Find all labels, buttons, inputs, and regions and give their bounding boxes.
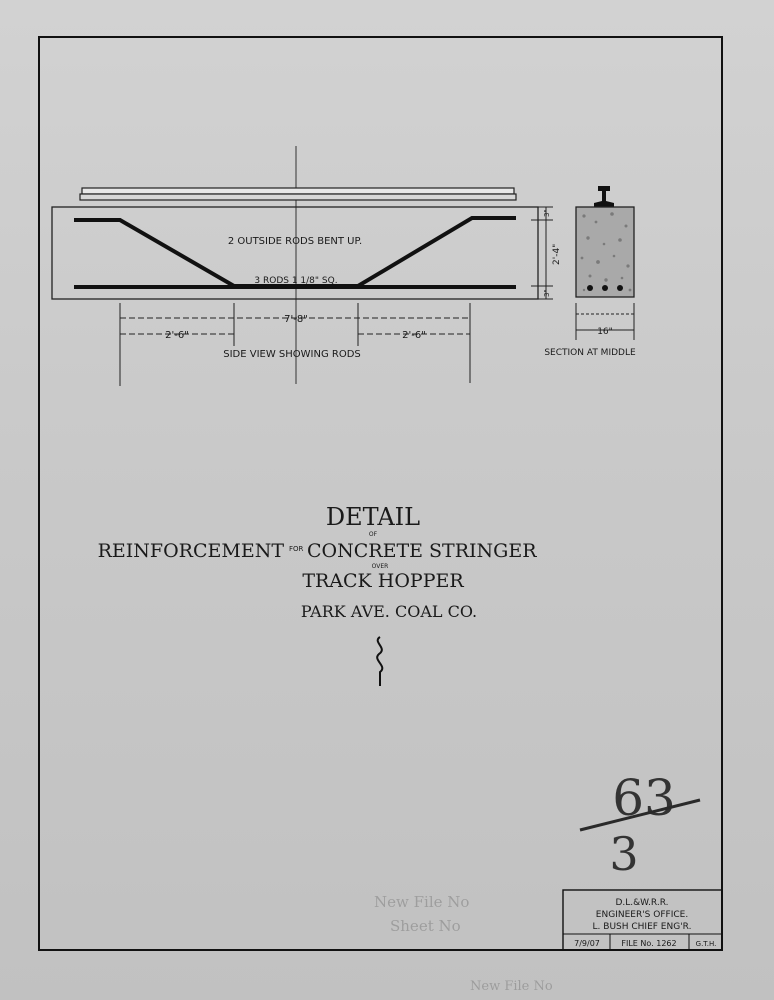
section-caption: SECTION AT MIDDLE [544,348,636,358]
file-number: FILE No. 1262 [621,939,676,948]
flourish-mark [376,636,384,686]
rail-top [81,187,515,195]
concrete-section [575,206,635,298]
rail-base [79,193,517,201]
length-dimensions: 7'-8" 2'-6" 2'-6" [119,303,471,386]
sheet-number-top: 63 [612,769,676,827]
drafter-initials: G.T.H. [696,940,717,948]
height-label: 2'-4" [552,244,562,265]
title-reinforcement: REINFORCEMENT [98,540,285,562]
section-width-label: 16" [597,327,613,337]
sheet-number-stroke [579,798,701,832]
stringer-outline [51,206,539,300]
rod-dots [587,285,623,291]
aggregate-texture [580,212,632,292]
faint-file-no-bottom: New File No [470,979,553,994]
rod-note: 2 OUTSIDE RODS BENT UP. [228,236,362,247]
side-view: 2 OUTSIDE RODS BENT UP. 3 RODS 1 1/8" SQ… [51,146,562,386]
rod-size: 3 RODS 1 1/8" SQ. [254,276,337,286]
chief-engineer: L. BUSH CHIEF ENG'R. [593,922,692,932]
drawing-date: 7/9/07 [574,939,600,948]
title-company: PARK AVE. COAL CO. [301,602,477,621]
bottom-cover-label: 3" [543,289,551,297]
rail-section-icon [594,186,614,207]
side-view-caption: SIDE VIEW SHOWING RODS [223,349,361,360]
title-over: OVER [372,563,389,570]
title-track-hopper: TRACK HOPPER [302,570,464,592]
sheet-number-bottom: 3 [609,827,638,881]
section-view: 16" SECTION AT MIDDLE [544,186,636,358]
title-of: OF [369,531,378,538]
top-cover-label: 3" [543,209,551,217]
drawing-title: DETAIL OF REINFORCEMENT FOR CONCRETE STR… [98,503,537,686]
title-detail: DETAIL [326,503,420,531]
office-name: ENGINEER'S OFFICE. [596,910,688,920]
faint-file-no: New File No [374,893,469,911]
left-length-label: 2'-6" [165,330,189,341]
title-block: D.L.&W.R.R. ENGINEER'S OFFICE. L. BUSH C… [562,889,723,951]
sheet-border [38,36,723,951]
title-for: FOR [289,545,304,553]
title-concrete-stringer: CONCRETE STRINGER [307,540,537,562]
height-dimension: 2'-4" 3" 3" [531,206,562,300]
overall-length-label: 7'-8" [284,314,308,325]
faint-stamp: New File No Sheet No New File No [374,893,553,994]
right-length-label: 2'-6" [402,330,426,341]
sheet-number: 63 3 [579,769,701,881]
faint-sheet-no: Sheet No [390,917,461,935]
railroad-name: D.L.&W.R.R. [616,898,669,908]
